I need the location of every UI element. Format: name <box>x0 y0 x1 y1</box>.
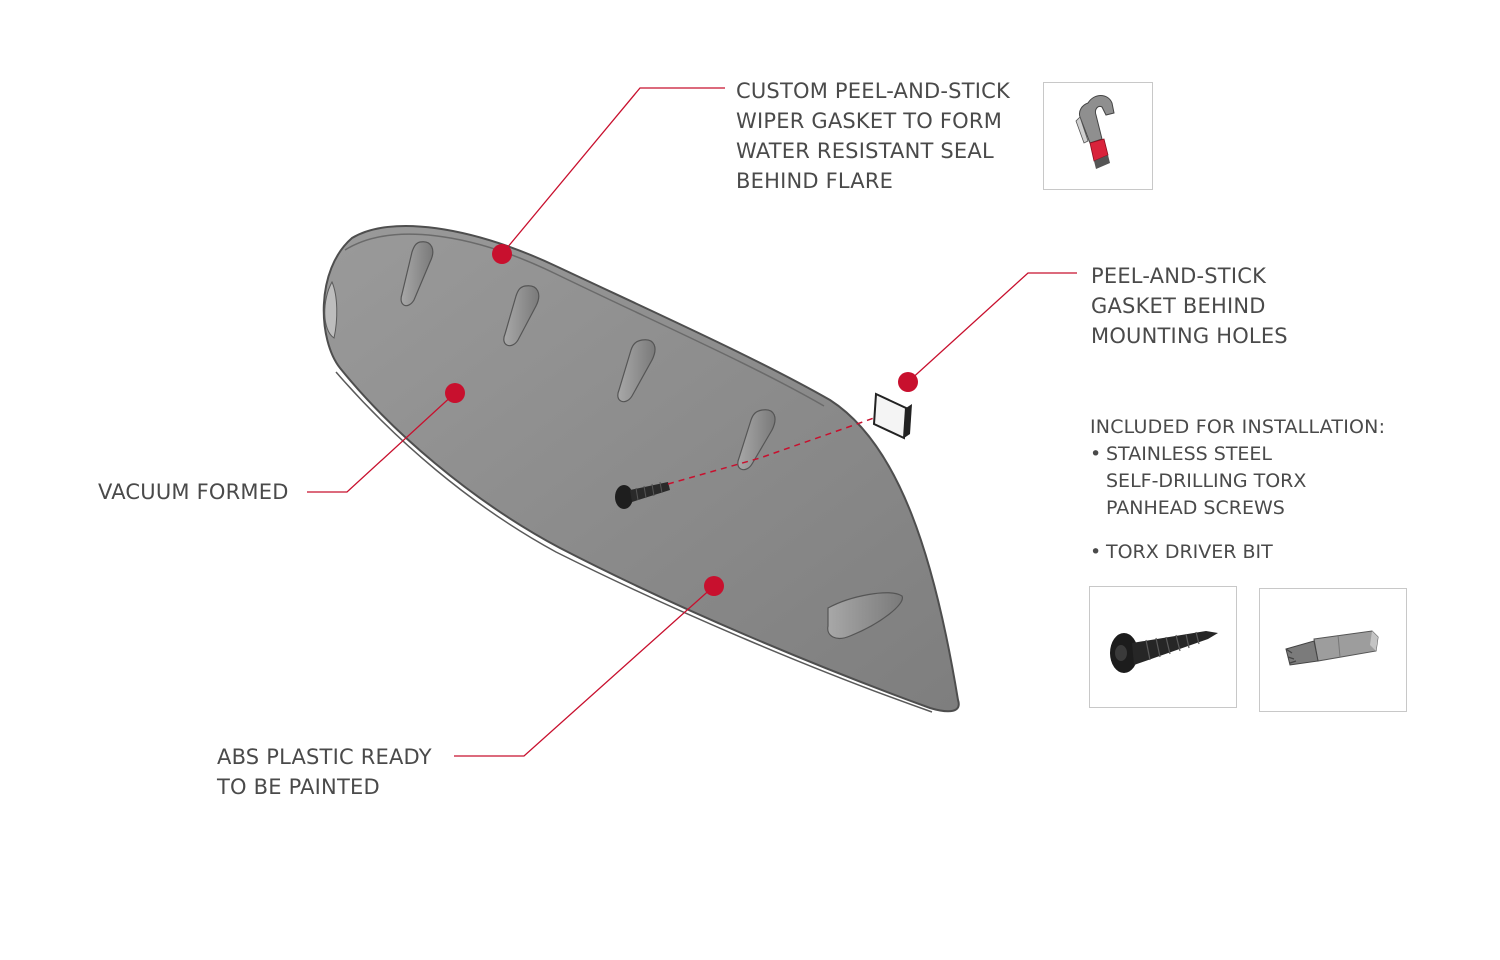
installation-item-bit: • TORX DRIVER BIT <box>1090 541 1273 563</box>
installation-item-screws: • STAINLESS STEEL SELF-DRILLING TORX PAN… <box>1090 443 1307 519</box>
installation-heading: INCLUDED FOR INSTALLATION: <box>1090 416 1386 438</box>
flare-screw-icon <box>615 481 670 509</box>
square-gasket-icon <box>872 392 912 440</box>
callout-wiper-gasket: CUSTOM PEEL-AND-STICK WIPER GASKET TO FO… <box>736 79 1010 193</box>
callout-abs-plastic: ABS PLASTIC READY TO BE PAINTED <box>217 745 432 799</box>
mounting-ribs <box>400 241 903 639</box>
torx-bit-thumbnail <box>1259 588 1407 712</box>
torx-screw-icon <box>1110 631 1218 673</box>
leader-lines <box>307 87 1077 757</box>
wiper-gasket-profile-icon <box>1075 95 1115 169</box>
callout-vacuum-formed: VACUUM FORMED <box>98 480 289 504</box>
callout-dots <box>445 244 918 596</box>
fender-flare <box>322 225 960 713</box>
torx-screw-thumbnail <box>1089 586 1237 708</box>
alignment-dashed-line <box>667 417 875 485</box>
torx-bit-icon <box>1285 630 1379 666</box>
callout-hole-gasket: PEEL-AND-STICK GASKET BEHIND MOUNTING HO… <box>1091 264 1288 348</box>
wiper-gasket-thumbnail <box>1043 82 1153 190</box>
